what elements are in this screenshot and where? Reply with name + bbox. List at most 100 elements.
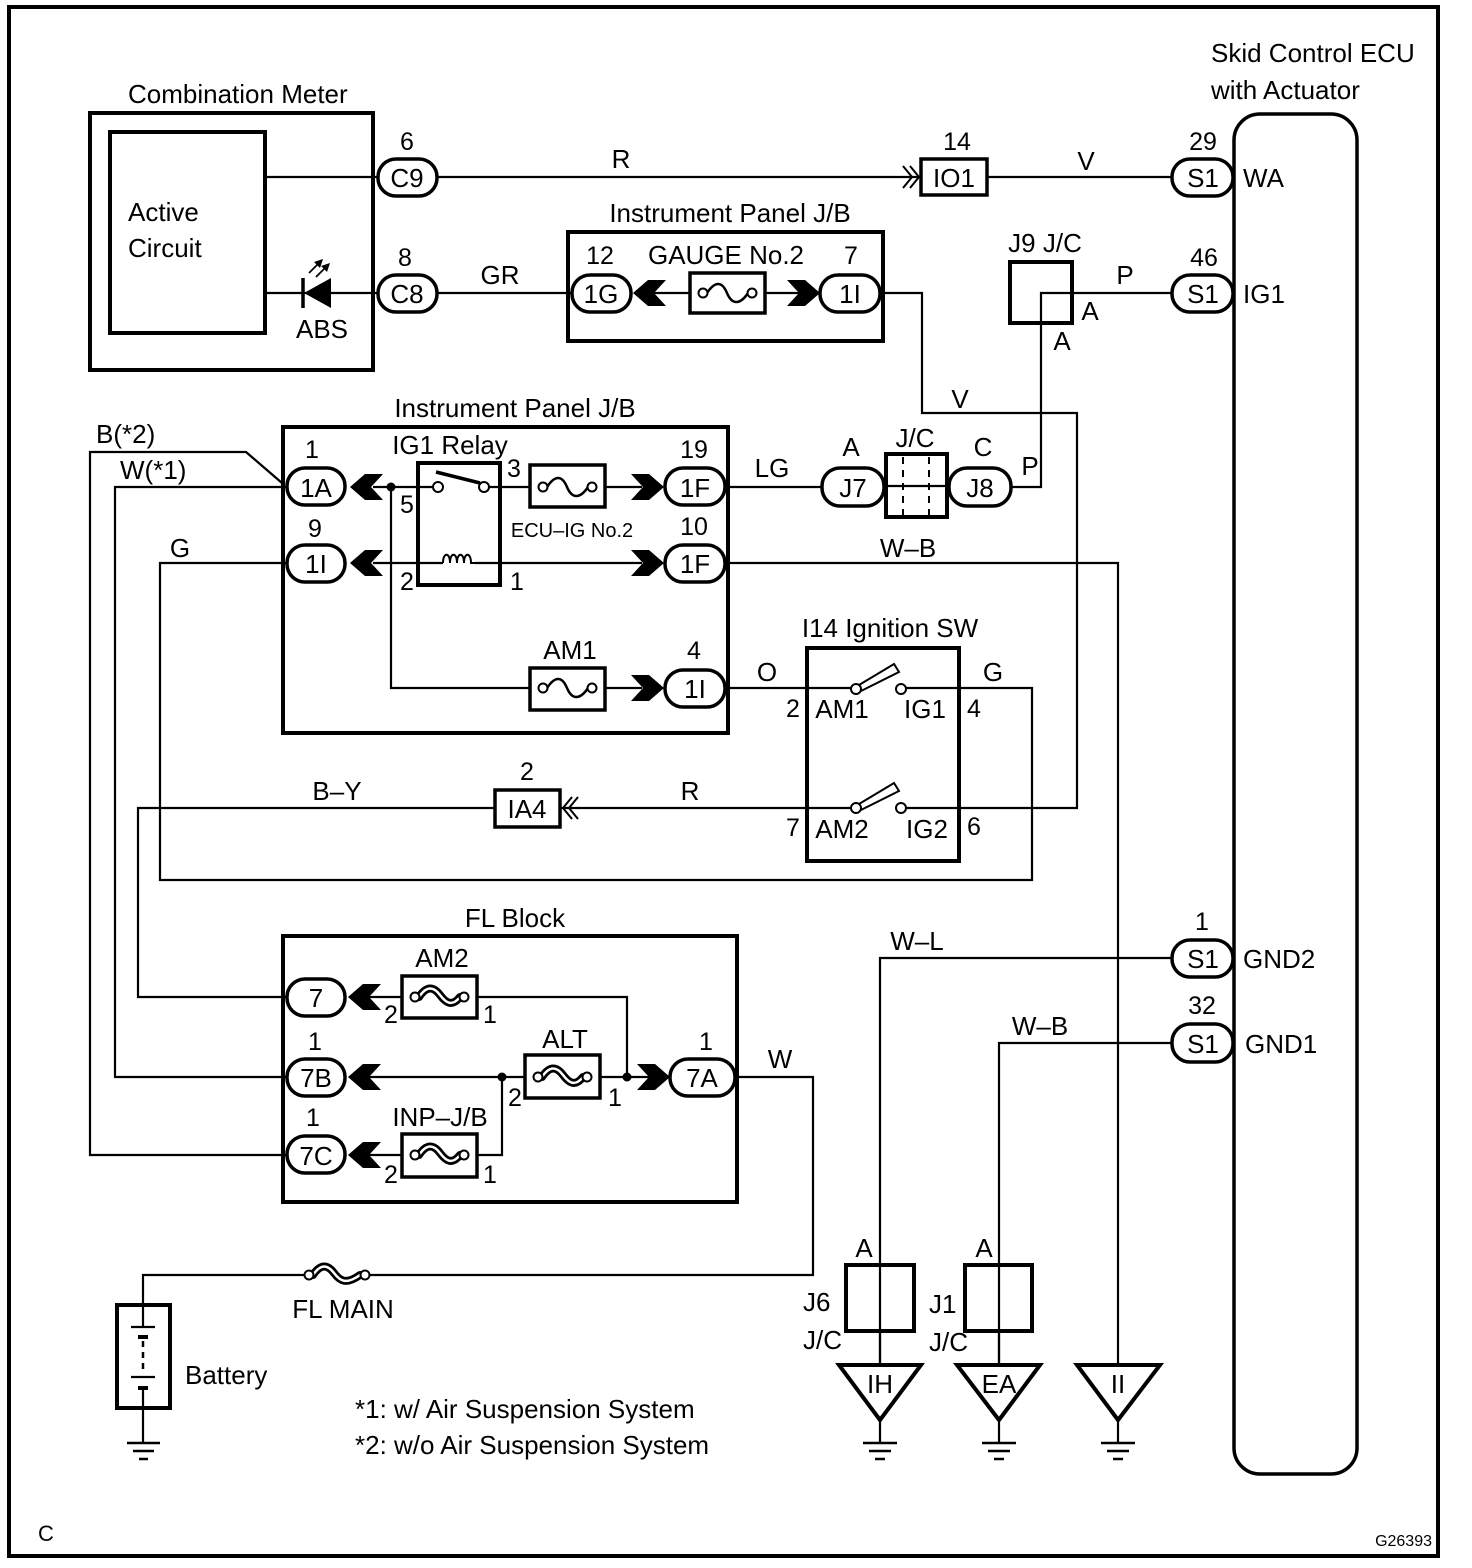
wire-fl-am2-right (477, 995, 629, 1077)
ig1-relay: IG1 Relay 5 3 2 1 (392, 430, 524, 596)
pin-number: 14 (943, 128, 971, 156)
switch-contact (895, 802, 907, 814)
wire-fl7b-to-1a-w (113, 485, 287, 1079)
jb-title: Instrument Panel J/B (609, 198, 850, 228)
fuse-terminal (409, 1149, 421, 1161)
section-letter: C (38, 1521, 54, 1546)
ecu-title-line2: with Actuator (1210, 75, 1360, 105)
wire-fl-main-to-battery (141, 1273, 304, 1305)
diagram-frame (7, 5, 1440, 1558)
j6-junction-connector: A J6 J/C (803, 1233, 916, 1355)
fusible-link-am2-icon (400, 974, 479, 1020)
wire-j9-to-ig1 (1011, 291, 1172, 489)
fuse-element (705, 282, 750, 304)
pin-label: C (974, 432, 993, 462)
fuse-pin: 1 (483, 1001, 497, 1029)
pin-label: A (1081, 296, 1099, 326)
connector-pill (1170, 938, 1235, 979)
connector-pill (376, 157, 439, 198)
terminal-name: AM1 (815, 694, 868, 724)
female-terminal-icon (902, 165, 914, 189)
relay-contact (432, 481, 444, 493)
wire-label: V (1077, 146, 1095, 176)
junction-box (493, 788, 562, 829)
pin-number: 1 (308, 1028, 322, 1056)
fuse-am1-icon (528, 666, 607, 712)
fuse-terminal (586, 682, 598, 694)
fusible-link-alt-icon (523, 1053, 602, 1100)
ecu-terminal-ig1: 46 S1 IG1 (1170, 244, 1285, 314)
connector-id: S1 (1187, 944, 1219, 974)
fuse-pin: 1 (483, 1161, 497, 1189)
fuse-ecu-ig-icon (528, 463, 607, 509)
connector-id: 7 (309, 983, 323, 1013)
terminal-name: IG1 (1243, 279, 1285, 309)
male-terminal-icon (350, 474, 383, 500)
fl-block-title: FL Block (465, 903, 566, 933)
pin-number: 29 (1189, 128, 1217, 156)
connector-pill (668, 1057, 737, 1098)
junction-box (919, 157, 989, 197)
wire-label: W–B (1012, 1011, 1068, 1041)
jc-id: J1 (929, 1289, 956, 1319)
wire-7a-to-fl-main (369, 1075, 815, 1277)
wire-1f-to-ground-ii (725, 561, 1120, 1365)
terminal-name: IG2 (906, 814, 948, 844)
battery-icon (115, 1303, 172, 1461)
connector-pill (285, 1057, 347, 1098)
connector-pill (663, 668, 727, 709)
terminal-pin: 2 (786, 695, 800, 723)
fuse-terminal (746, 287, 758, 299)
abs-led-icon (301, 259, 331, 308)
connector-id: 1I (684, 674, 706, 704)
wire-label: W–L (890, 926, 943, 956)
pin-label: A (1053, 326, 1071, 356)
fusible-element (311, 1265, 362, 1283)
jb-box (566, 230, 885, 343)
fuse-terminal (303, 1269, 315, 1281)
active-circuit-label: Circuit (128, 233, 202, 263)
ecu-body (1232, 112, 1359, 1476)
wire-labels: R V GR P V LG P W–B O G G R B–Y B(*2) W(… (96, 144, 1134, 1074)
male-terminal-icon (350, 550, 383, 576)
connector-pill (663, 466, 727, 507)
male-terminal-icon (631, 675, 664, 701)
wire-fl-inp-right (477, 1077, 504, 1157)
ground-point-ih: IH (835, 1331, 925, 1461)
terminal-name: GND2 (1243, 944, 1315, 974)
meter-outer-box (88, 111, 375, 372)
connector-id: S1 (1187, 279, 1219, 309)
connector-id: 7C (299, 1141, 332, 1171)
jb-title: Instrument Panel J/B (394, 393, 635, 423)
relay-pin: 3 (507, 455, 521, 483)
connector-pill (570, 273, 633, 314)
meter-title: Combination Meter (128, 79, 348, 109)
led-ray-head (314, 259, 323, 268)
combination-meter: Combination Meter Active Circuit ABS 6 C… (88, 79, 439, 372)
wire-label: G (983, 657, 1003, 687)
fuse-terminal (532, 1071, 544, 1083)
male-terminal-icon (631, 474, 664, 500)
junction-io1: 14 IO1 (902, 128, 989, 197)
connector-id: 1F (680, 549, 710, 579)
pin-number: 4 (687, 637, 701, 665)
fuse-label: GAUGE No.2 (648, 240, 804, 270)
relay-pin: 5 (400, 491, 414, 519)
connector-pill (285, 543, 347, 584)
male-terminal-icon (631, 550, 664, 576)
abs-indicator-label: ABS (296, 314, 348, 344)
instrument-panel-jb-lower: Instrument Panel J/B 1 1A IG1 Relay 5 3 … (281, 393, 730, 735)
fusible-link-label: ALT (542, 1024, 588, 1054)
ground-icon (982, 1441, 1016, 1461)
fl-main-label: FL MAIN (292, 1294, 394, 1324)
j9-title: J9 J/C (1008, 228, 1082, 258)
pin-number: 1 (699, 1028, 713, 1056)
pin-number: 8 (398, 244, 412, 272)
connector-id: 1G (584, 279, 619, 309)
ground-point-label: EA (982, 1369, 1017, 1399)
connector-id: C8 (390, 279, 423, 309)
pin-number: 1 (1195, 908, 1209, 936)
fuse-pin: 2 (508, 1084, 522, 1112)
female-terminal-icon (561, 796, 573, 820)
